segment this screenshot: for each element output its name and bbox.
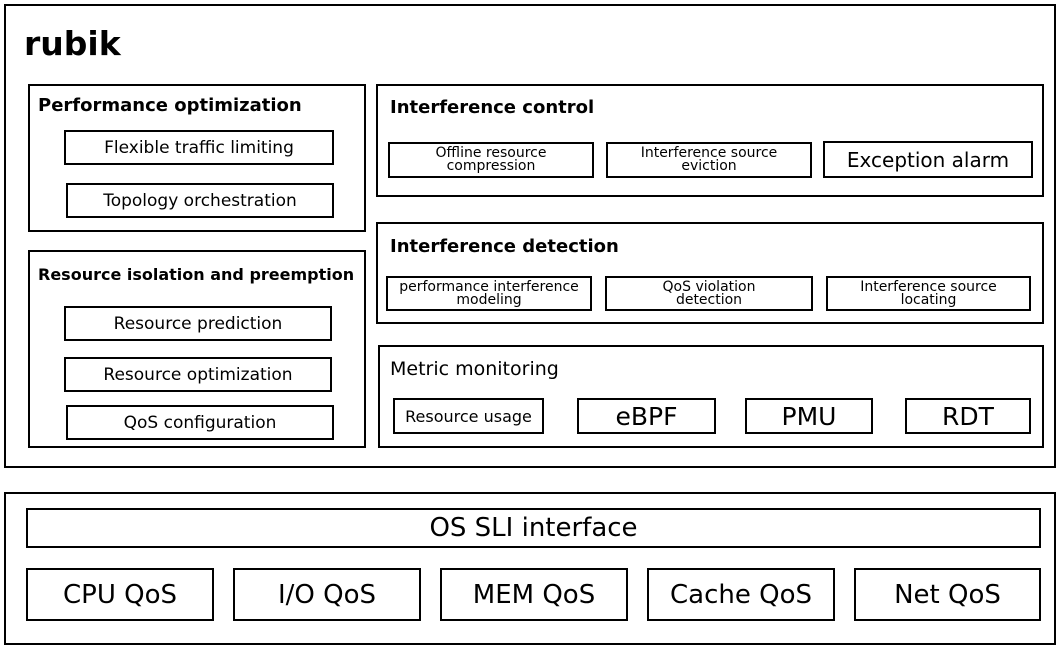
cpu-qos-box: CPU QoS — [26, 568, 214, 621]
topology-orchestration-box: Topology orchestration — [66, 183, 334, 218]
interference-source-eviction-box: Interference source eviction — [606, 142, 812, 178]
os-sli-interface-box: OS SLI interface — [26, 508, 1041, 548]
resource-optimization-box: Resource optimization — [64, 357, 332, 392]
mem-qos-box: MEM QoS — [440, 568, 628, 621]
exception-alarm-box: Exception alarm — [823, 141, 1033, 178]
interference-control-panel — [376, 84, 1044, 197]
rubik-title: rubik — [24, 24, 121, 63]
resource-usage-box: Resource usage — [393, 398, 544, 434]
interference-detection-title: Interference detection — [390, 236, 619, 257]
io-qos-box: I/O QoS — [233, 568, 421, 621]
flexible-traffic-limiting-box: Flexible traffic limiting — [64, 130, 334, 165]
net-qos-box: Net QoS — [854, 568, 1041, 621]
rdt-box: RDT — [905, 398, 1031, 434]
interference-control-title: Interference control — [390, 97, 595, 118]
performance-optimization-title: Performance optimization — [38, 95, 302, 116]
resource-isolation-title: Resource isolation and preemption — [38, 265, 355, 284]
offline-resource-compression-box: Offline resource compression — [388, 142, 594, 178]
ebpf-box: eBPF — [577, 398, 716, 434]
interference-source-locating-box: Interference source locating — [826, 276, 1031, 311]
qos-configuration-box: QoS configuration — [66, 405, 334, 440]
pmu-box: PMU — [745, 398, 873, 434]
resource-prediction-box: Resource prediction — [64, 306, 332, 341]
cache-qos-box: Cache QoS — [647, 568, 835, 621]
metric-monitoring-title: Metric monitoring — [390, 358, 559, 380]
qos-violation-detection-box: QoS violation detection — [605, 276, 813, 311]
performance-interference-modeling-box: performance interference modeling — [386, 276, 592, 311]
